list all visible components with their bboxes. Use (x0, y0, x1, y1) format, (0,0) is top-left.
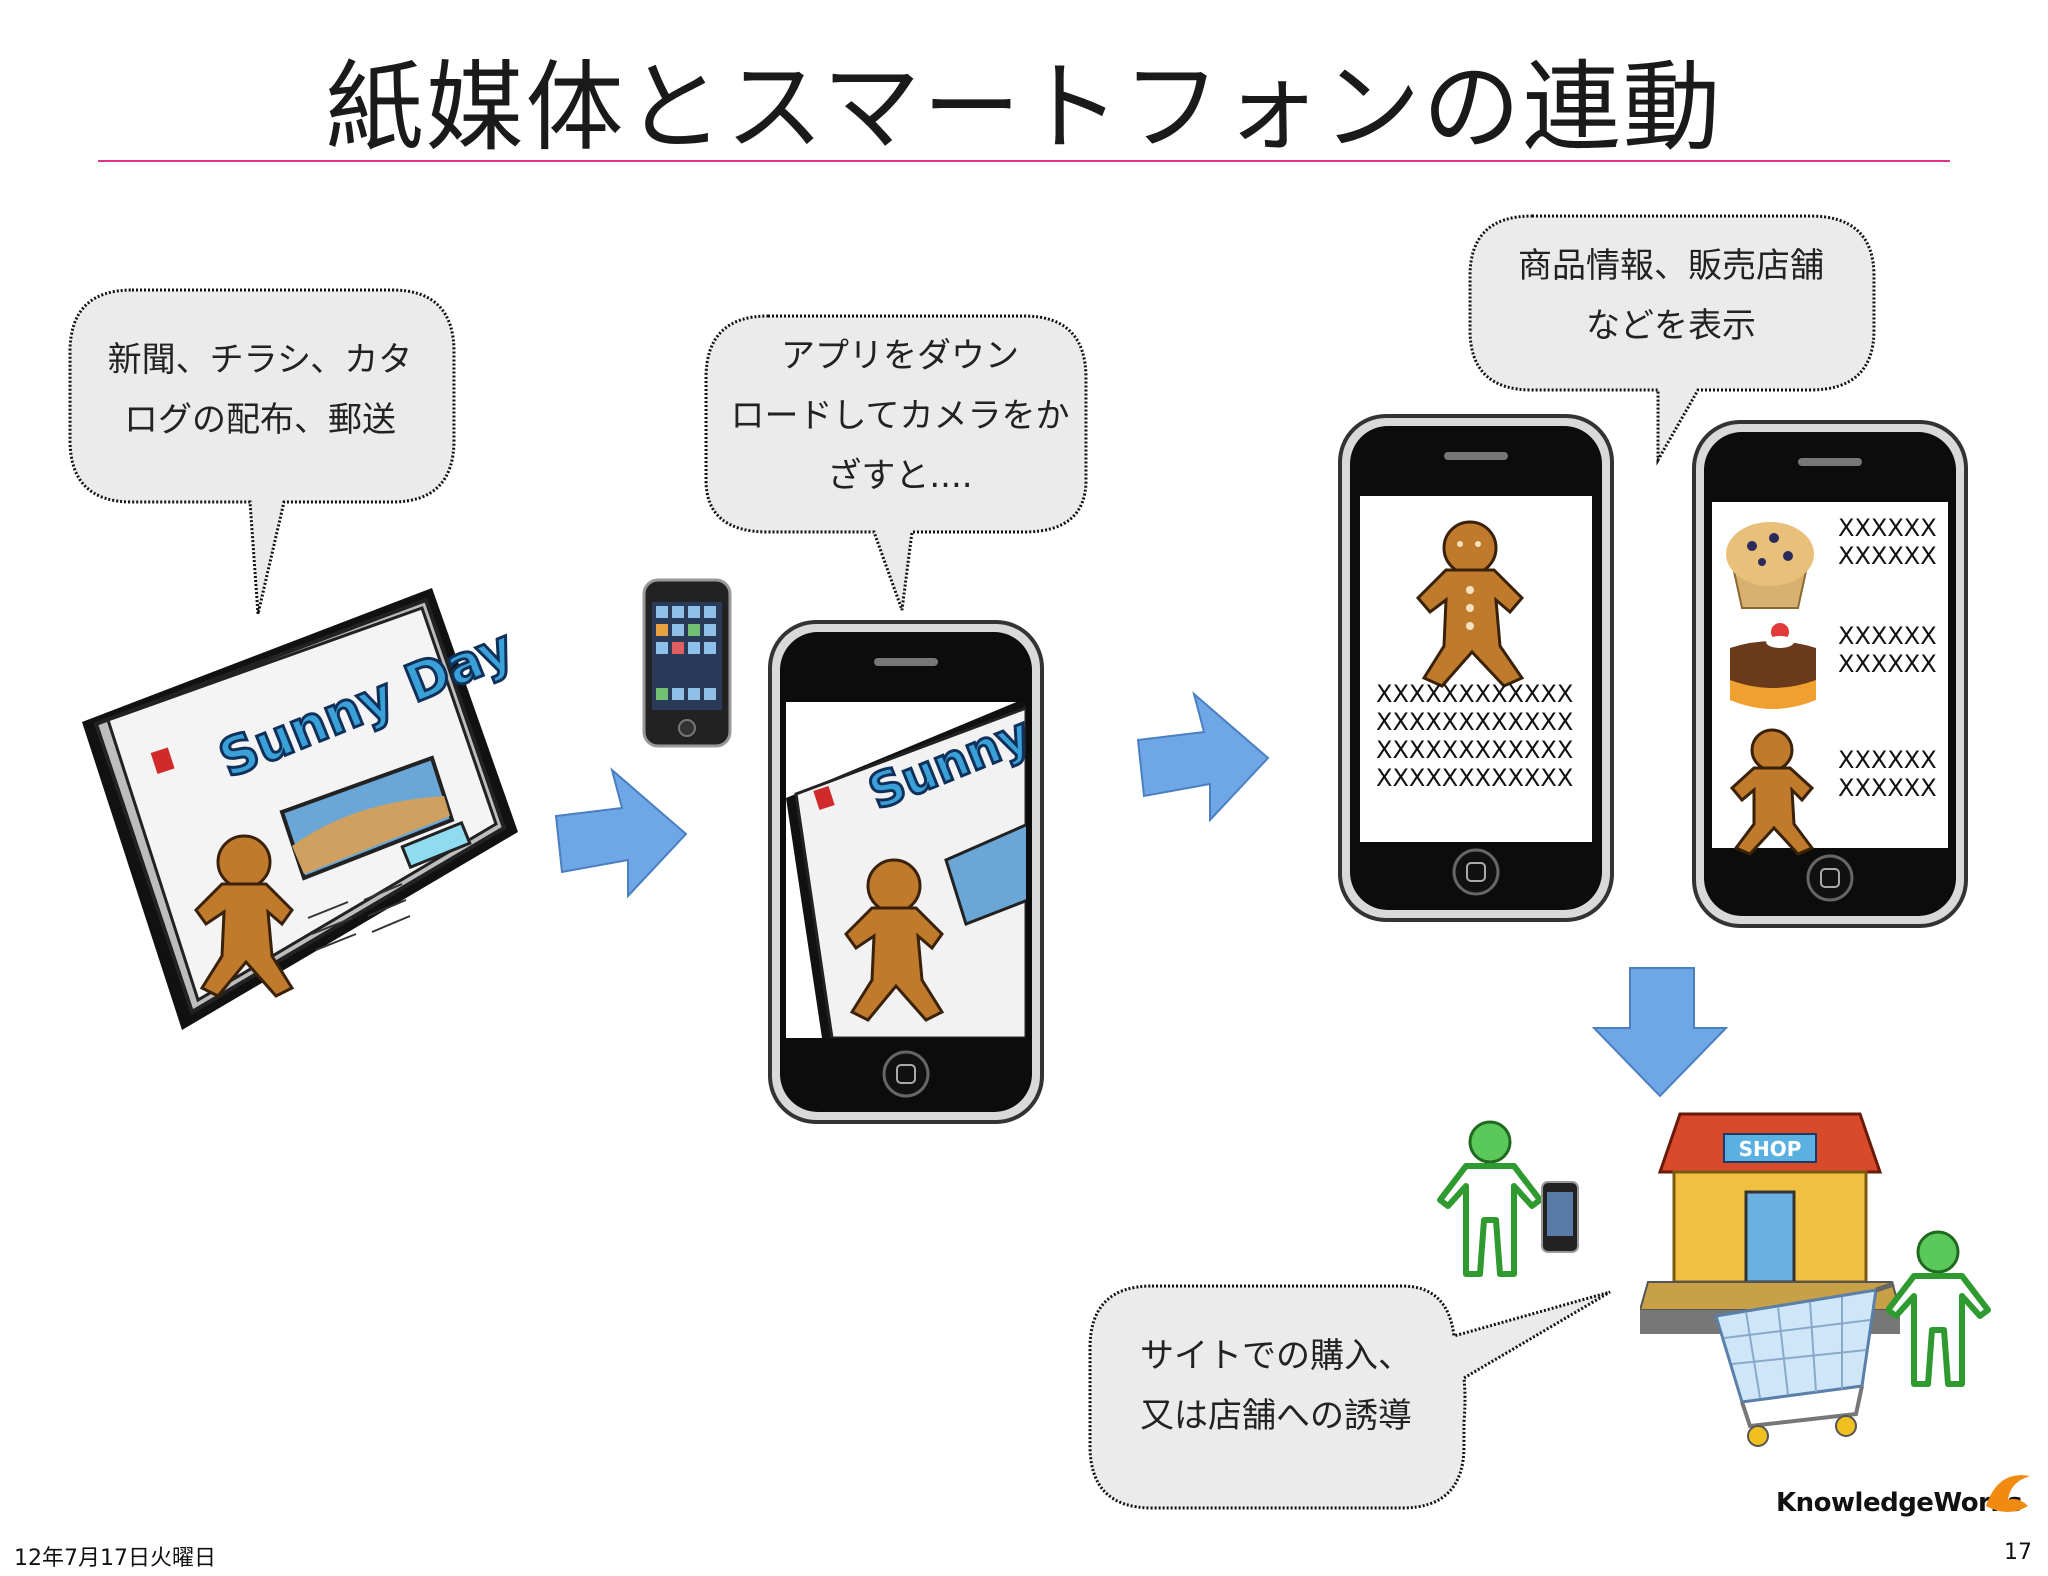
bubble-app-line-1: アプリをダウン (781, 336, 1019, 376)
list-item-3-text: XXXXXX XXXXXX (1838, 746, 1937, 802)
muffin-icon (1726, 522, 1814, 609)
bubble-paper-line-2: ログの配布、郵送 (124, 400, 396, 440)
person-icon (1886, 1230, 1991, 1387)
newspaper-icon: Sunny Day (82, 588, 522, 1030)
product-line-3: XXXXXXXXXXXX (1376, 736, 1574, 764)
bubble-app-line-2: ロードしてカメラをか (730, 396, 1070, 436)
title-divider (98, 160, 1950, 162)
phone-product-detail (1338, 414, 1614, 922)
person-with-phone-icon (1437, 1120, 1579, 1277)
bubble-info-line-2: などを表示 (1586, 306, 1756, 346)
footer-date: 12年7月17日火曜日 (14, 1546, 216, 1571)
cake-icon (1730, 623, 1816, 709)
list-item-2-line-1: XXXXXX (1838, 622, 1937, 650)
speech-bubble-info (1468, 214, 1876, 466)
bubble-info-line-1: 商品情報、販売店舗 (1518, 246, 1824, 286)
speech-bubble-app (704, 314, 1088, 611)
shop-sign: SHOP (1739, 1137, 1802, 1161)
arrow-right-icon (554, 767, 688, 899)
knowledgeworks-logo: KnowledgeWorks (1776, 1488, 2023, 1518)
product-line-4: XXXXXXXXXXXX (1376, 764, 1574, 792)
product-description: XXXXXXXXXXXX XXXXXXXXXXXX XXXXXXXXXXXX X… (1376, 680, 1573, 792)
page-number: 17 (2004, 1540, 2032, 1565)
smartphone-icon (642, 578, 732, 748)
speech-bubble-purchase (1088, 1284, 1611, 1510)
phone-product-list (1692, 420, 1968, 928)
bubble-paper-line-1: 新聞、チラシ、カタ (107, 340, 413, 380)
slide-title: 紙媒体とスマートフォンの連動 (325, 51, 1723, 165)
shopping-cart-icon (1714, 1281, 1895, 1447)
list-item-1-line-1: XXXXXX (1838, 514, 1937, 542)
product-line-2: XXXXXXXXXXXX (1376, 708, 1574, 736)
list-item-3-line-2: XXXXXX (1838, 774, 1937, 802)
list-item-1-line-2: XXXXXX (1838, 542, 1937, 570)
gingerbread-icon-small (1729, 728, 1815, 856)
speech-bubble-paper (68, 288, 456, 615)
phone-camera-view: Sunny D (768, 620, 1044, 1124)
bubble-purchase-line-1: サイトでの購入、 (1140, 1336, 1412, 1376)
list-item-3-line-1: XXXXXX (1838, 746, 1937, 774)
list-item-2-line-2: XXXXXX (1838, 650, 1937, 678)
bubble-purchase-line-2: 又は店舗への誘導 (1140, 1396, 1412, 1436)
list-item-2-text: XXXXXX XXXXXX (1838, 622, 1937, 678)
arrow-down-icon (1591, 967, 1729, 1098)
logo-mark-icon (1986, 1475, 2030, 1512)
product-line-1: XXXXXXXXXXXX (1376, 680, 1574, 708)
arrow-right-icon-2 (1136, 691, 1270, 823)
bubble-app-line-3: ざすと.... (827, 456, 973, 496)
list-item-1-text: XXXXXX XXXXXX (1838, 514, 1937, 570)
gingerbread-icon (1415, 520, 1525, 688)
